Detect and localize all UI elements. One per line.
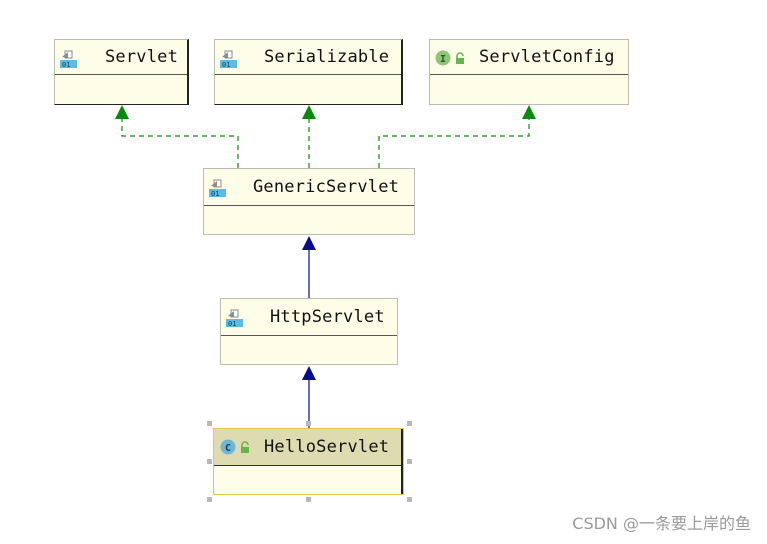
abstract-class-icon: 01 (226, 309, 243, 327)
selection-handle-top[interactable] (306, 421, 311, 426)
svg-text:01: 01 (228, 320, 236, 327)
selection-handle-bottom-left[interactable] (207, 497, 212, 502)
edge-genericservlet-to-servlet (115, 105, 239, 168)
node-serializable-title: Serializable (264, 47, 390, 67)
node-helloservlet-edge (401, 429, 403, 494)
svg-text:01: 01 (62, 61, 70, 68)
node-serializable-header: 01 Serializable (215, 40, 401, 75)
svg-text:01: 01 (211, 190, 219, 197)
selection-handle-right[interactable] (407, 459, 412, 464)
node-genericservlet[interactable]: 01 GenericServlet (203, 168, 415, 235)
selection-handle-bottom-right[interactable] (407, 497, 412, 502)
svg-text:01: 01 (222, 61, 230, 68)
edge-httpservlet-to-genericservlet (302, 236, 316, 298)
node-helloservlet-title: HelloServlet (264, 437, 390, 457)
node-helloservlet-header: C HelloServlet (214, 429, 403, 466)
selection-handle-top-left[interactable] (207, 421, 212, 426)
node-servlet[interactable]: 01 Servlet (54, 39, 189, 105)
class-letter: C (225, 443, 231, 454)
node-httpservlet-header: 01 HttpServlet (221, 299, 397, 336)
edge-helloservlet-to-httpservlet (302, 366, 316, 428)
selection-handle-top-right[interactable] (407, 421, 412, 426)
node-serializable[interactable]: 01 Serializable (214, 39, 403, 105)
class-icon: C (220, 439, 249, 455)
node-genericservlet-header: 01 GenericServlet (204, 169, 414, 206)
edge-genericservlet-to-serializable (302, 105, 316, 168)
interface-letter: I (440, 54, 446, 65)
abstract-class-icon: 01 (209, 179, 226, 197)
node-servlet-header: 01 Servlet (55, 40, 187, 75)
node-servletconfig[interactable]: I ServletConfig (429, 39, 629, 105)
abstract-class-icon: 01 (220, 50, 237, 68)
node-httpservlet[interactable]: 01 HttpServlet (220, 298, 398, 365)
selection-handle-left[interactable] (207, 459, 212, 464)
node-genericservlet-title: GenericServlet (253, 177, 400, 197)
node-httpservlet-title: HttpServlet (270, 307, 385, 327)
edge-genericservlet-to-servletconfig (378, 105, 536, 168)
selection-handle-bottom[interactable] (306, 497, 311, 502)
node-servlet-title: Servlet (105, 47, 179, 67)
interface-icon: I (435, 50, 464, 66)
abstract-class-icon: 01 (60, 50, 77, 68)
node-helloservlet[interactable]: C HelloServlet (213, 428, 404, 495)
watermark: CSDN @一条要上岸的鱼 (572, 514, 751, 533)
node-servletconfig-title: ServletConfig (479, 47, 615, 67)
node-servletconfig-header: I ServletConfig (430, 40, 628, 75)
